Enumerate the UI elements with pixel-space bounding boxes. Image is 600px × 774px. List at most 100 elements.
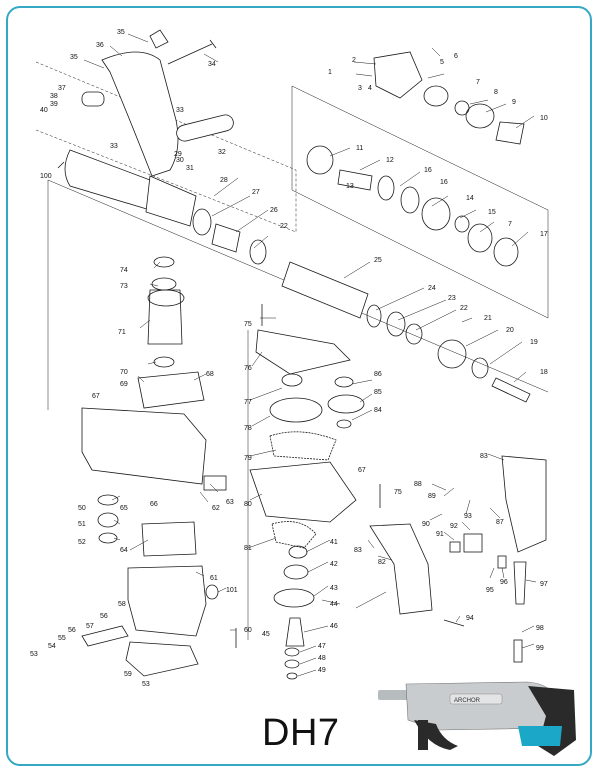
ring-8 [454, 100, 470, 116]
callout: 45 [262, 631, 270, 638]
callout: 55 [58, 635, 66, 642]
callout: 58 [118, 601, 126, 608]
callout: 69 [120, 381, 128, 388]
callout: 51 [78, 521, 86, 528]
callout: 7 [508, 221, 512, 228]
callout: 15 [488, 209, 496, 216]
ring-27 [192, 208, 212, 236]
callout: 28 [220, 177, 228, 184]
stator-64 [141, 521, 197, 557]
callout: 67 [358, 467, 366, 474]
gear-85 [327, 394, 365, 414]
callout: 99 [536, 645, 544, 652]
callout: 73 [120, 283, 128, 290]
callout: 11 [356, 145, 363, 152]
callout: 96 [500, 579, 508, 586]
callout: 22 [280, 223, 288, 230]
callout: 61 [210, 575, 218, 582]
callout: 13 [346, 183, 354, 190]
ring-17 [493, 237, 519, 267]
handle-82 [369, 523, 433, 615]
callout: 59 [124, 671, 132, 678]
callout: 84 [374, 407, 382, 414]
bearing-70 [153, 356, 175, 368]
callout: 54 [48, 643, 56, 650]
cable-100 [57, 161, 65, 169]
cover-59 [125, 641, 199, 677]
product-photo: ARCHOR [378, 681, 576, 756]
callout: 31 [186, 165, 194, 172]
callout: 12 [386, 157, 394, 164]
ring-7-lower [467, 223, 493, 253]
ring-16a [377, 175, 395, 201]
ring-47 [284, 647, 300, 657]
ring-11 [306, 145, 334, 175]
callout: 35 [117, 29, 125, 36]
bearing-73 [151, 277, 177, 291]
part-96 [497, 555, 507, 569]
callout: 32 [218, 149, 226, 156]
callout: 21 [484, 315, 492, 322]
bearing-77 [281, 373, 303, 387]
callout: 80 [244, 501, 252, 508]
ring-49 [286, 672, 298, 680]
callout: 5 [440, 59, 444, 66]
callout: 49 [318, 667, 326, 674]
callout: 56 [100, 613, 108, 620]
callout: 35 [70, 54, 78, 61]
callout: 9 [512, 99, 516, 106]
callout: 98 [536, 625, 544, 632]
callout: 71 [118, 329, 126, 336]
callout: 40 [40, 107, 48, 114]
callout: 1 [328, 69, 332, 76]
ring-48 [284, 659, 300, 669]
ring-19 [471, 357, 489, 379]
callout: 57 [86, 623, 94, 630]
left-guide-box [47, 180, 249, 640]
fan-armature [147, 289, 185, 307]
callout: 88 [414, 481, 422, 488]
callout: 85 [374, 389, 382, 396]
bearing-86 [334, 376, 354, 388]
callout: 86 [374, 371, 382, 378]
callout: 47 [318, 643, 326, 650]
callout: 53 [142, 681, 150, 688]
model-title: DH7 [262, 712, 340, 754]
handle-arm [149, 29, 169, 49]
callout: 65 [120, 505, 128, 512]
callout: 33 [176, 107, 184, 114]
callout: 64 [120, 547, 128, 554]
callout: 46 [330, 623, 338, 630]
callout: 75 [244, 321, 252, 328]
callout: 8 [494, 89, 498, 96]
switch-housing-83 [501, 455, 547, 553]
callout: 76 [244, 365, 252, 372]
callout: 95 [486, 587, 494, 594]
flange-28 [145, 175, 197, 227]
callout: 36 [96, 42, 104, 49]
motor-housing-61 [127, 565, 207, 637]
bit-99 [513, 639, 523, 663]
callout: 101 [226, 587, 238, 594]
callout: 52 [78, 539, 86, 546]
callout: 77 [244, 399, 252, 406]
grip-97 [513, 561, 527, 605]
gear-14 [421, 197, 451, 231]
callout: 16 [424, 167, 432, 174]
callout: 14 [466, 195, 474, 202]
callout: 50 [78, 505, 86, 512]
knob-37 [81, 91, 105, 107]
bearing-42 [283, 564, 309, 580]
gasket-79 [269, 431, 337, 461]
callout: 22 [460, 305, 468, 312]
bolt-34 [167, 39, 217, 65]
cap-2 [373, 51, 423, 99]
callout: 25 [374, 257, 382, 264]
callout: 62 [212, 505, 220, 512]
callout: 56 [68, 627, 76, 634]
callout: 87 [496, 519, 504, 526]
ring-16b [400, 186, 420, 214]
callout: 91 [436, 531, 444, 538]
photo-brand-label: ARCHOR [454, 698, 481, 704]
